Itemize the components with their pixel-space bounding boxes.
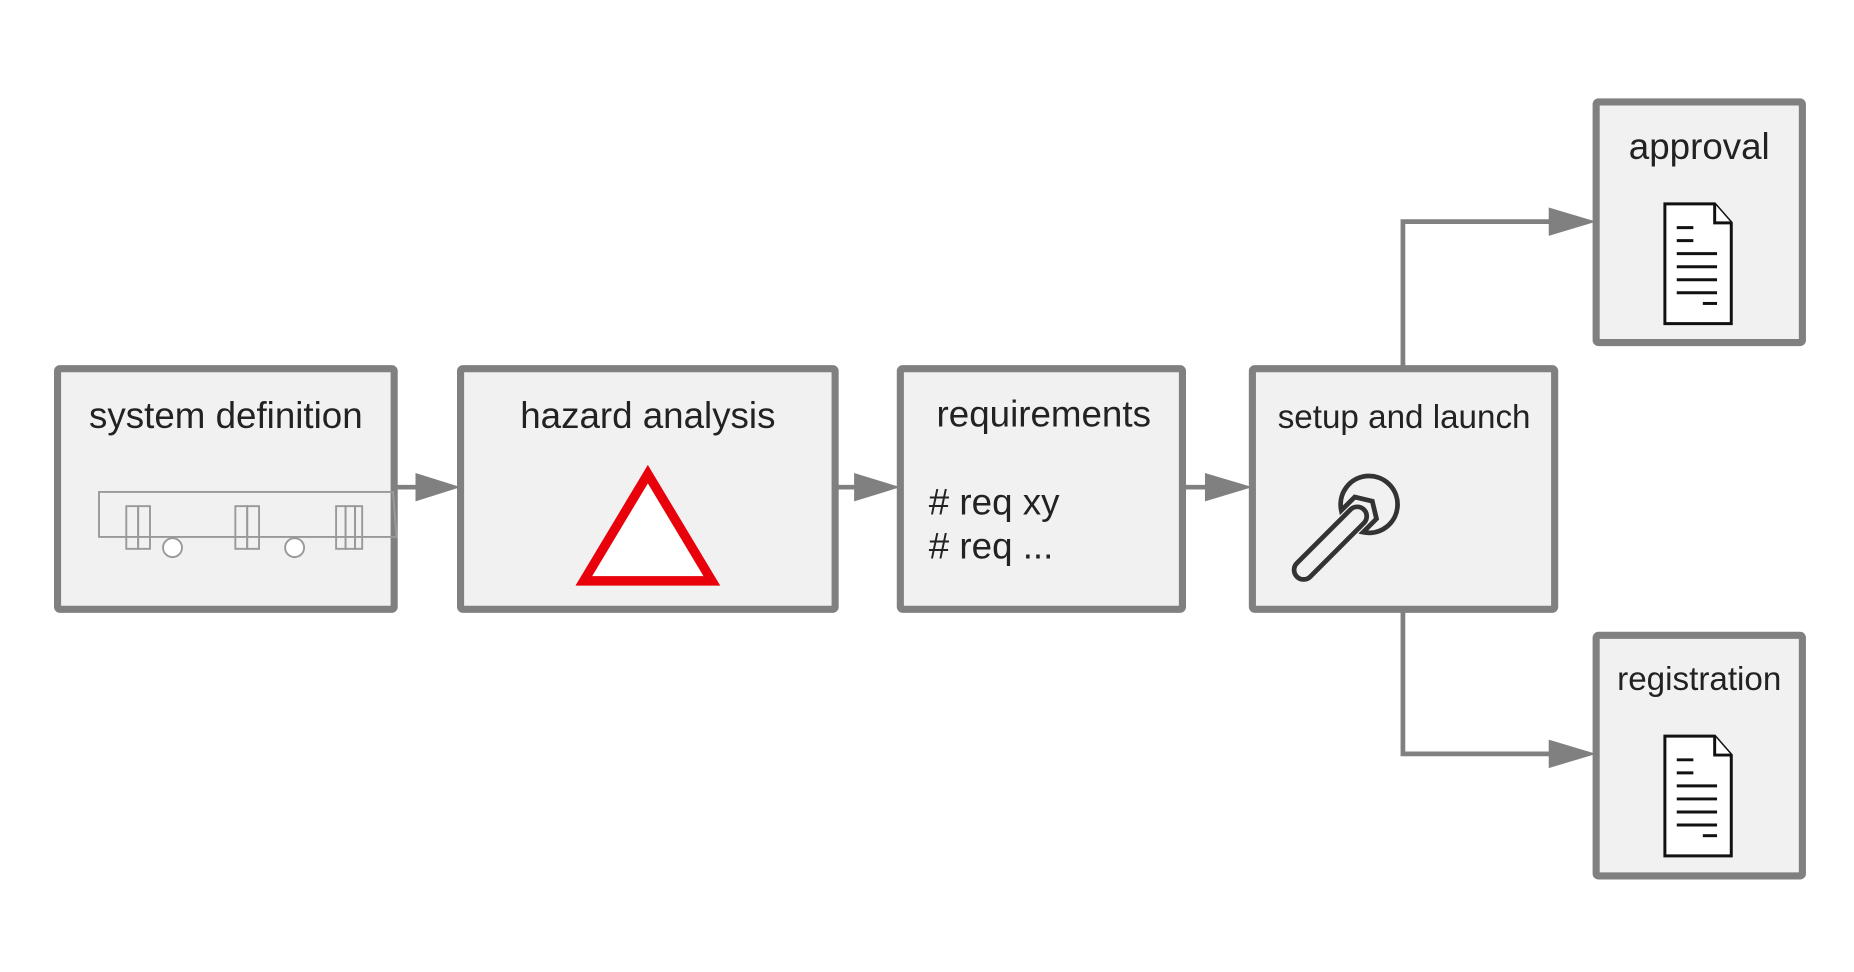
node-setup-and-launch[interactable]: setup and launch (1248, 365, 1559, 613)
edge-system-to-hazard (394, 472, 461, 502)
node-label: setup and launch (1278, 399, 1531, 436)
node-label: hazard analysis (520, 395, 775, 436)
edge-requirements-to-setup (1182, 472, 1253, 502)
warning-triangle-icon (575, 464, 721, 586)
node-registration[interactable]: registration (1592, 631, 1806, 880)
node-label: system definition (89, 395, 363, 436)
edge-setup-to-approval (1400, 207, 1597, 369)
edge-hazard-to-requirements (835, 472, 901, 502)
requirement-line: # req ... (929, 525, 1054, 566)
node-requirements[interactable]: requirements # req xy # req ... (896, 365, 1187, 613)
node-label: registration (1617, 661, 1781, 698)
node-approval[interactable]: approval (1592, 98, 1806, 347)
document-icon (1663, 734, 1733, 858)
wrench-icon (1291, 473, 1400, 582)
node-hazard-analysis[interactable]: hazard analysis (457, 365, 839, 613)
edge-setup-to-registration (1400, 609, 1597, 769)
document-icon (1663, 202, 1733, 326)
bus-icon (98, 490, 398, 559)
requirement-line: # req xy (929, 481, 1060, 522)
node-label: approval (1629, 126, 1770, 167)
node-system-definition[interactable]: system definition (53, 365, 398, 613)
node-label: requirements (937, 394, 1151, 435)
